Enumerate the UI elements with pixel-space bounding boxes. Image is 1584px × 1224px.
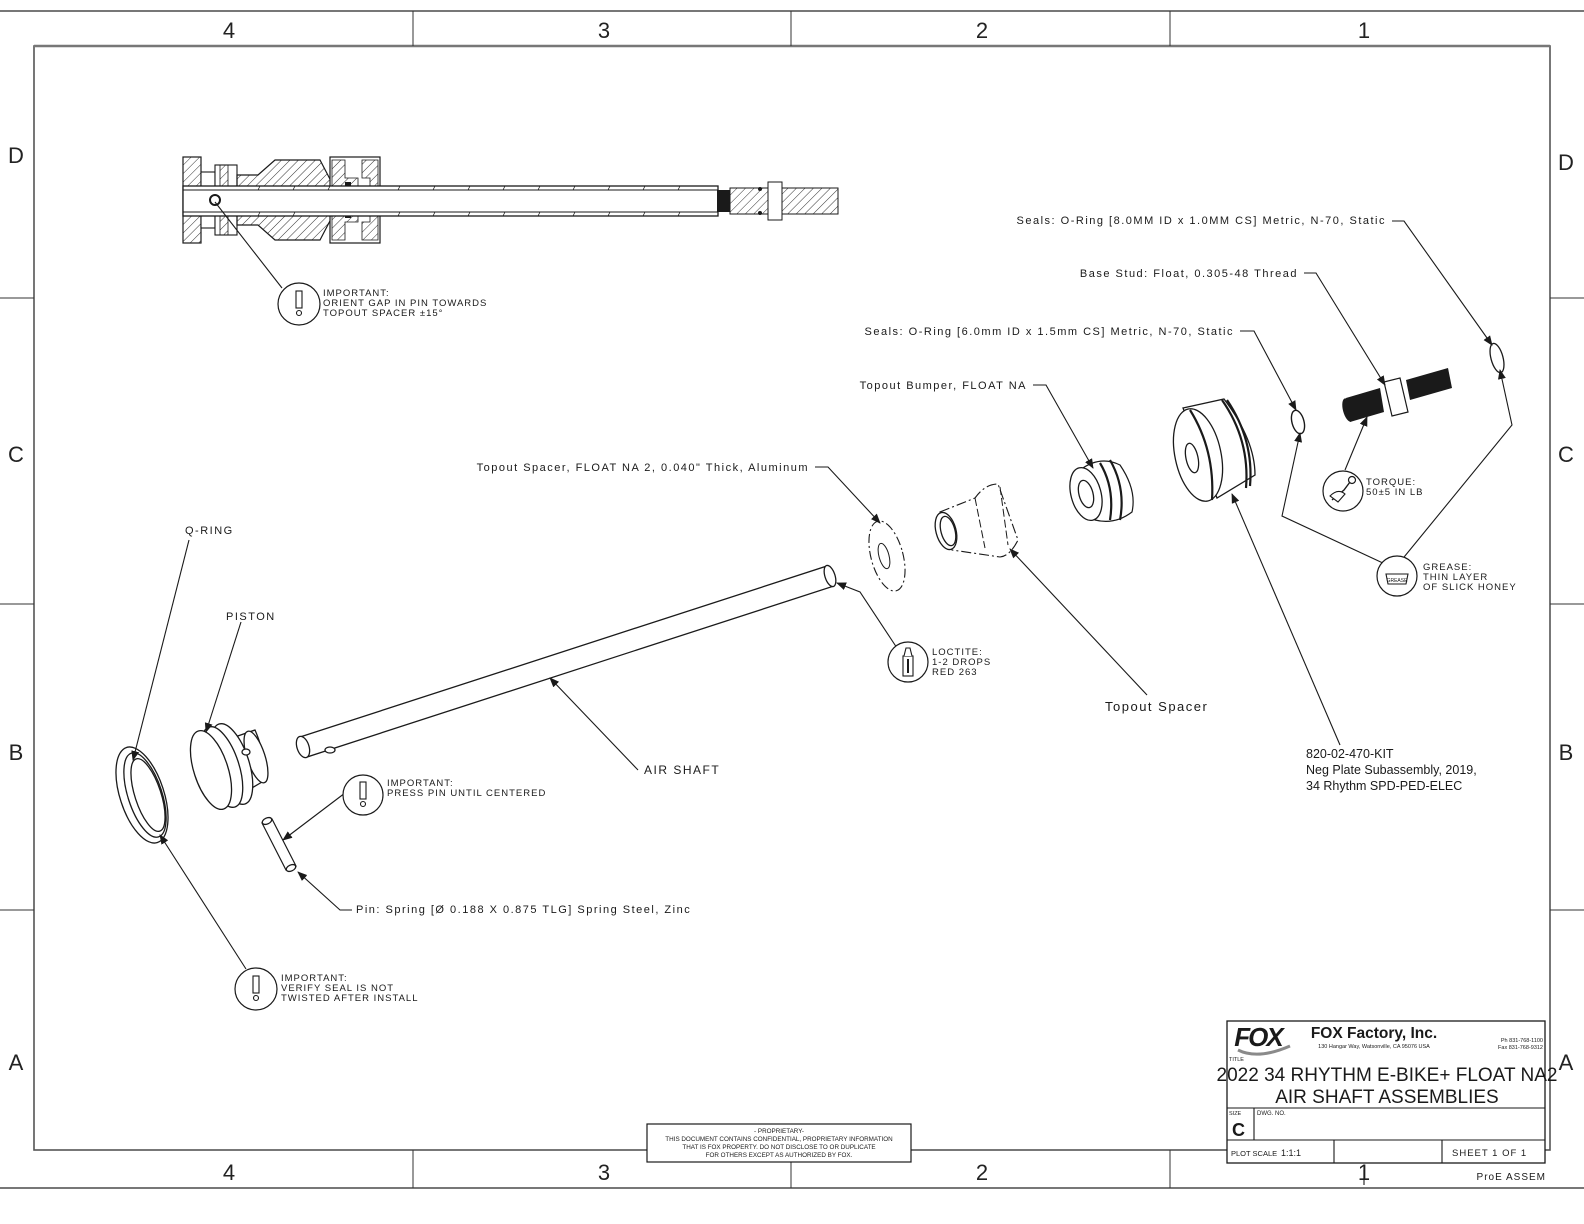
callout-seal-8mm: Seals: O-Ring [8.0MM ID x 1.0MM CS] Metr…	[1017, 215, 1386, 227]
callout-kit-desc-2: 34 Rhythm SPD-PED-ELEC	[1306, 779, 1462, 793]
grease-tub-icon: GREASE	[1385, 573, 1409, 585]
note-grease: GREASE GREASE: THIN LAYER OF SLICK HONEY	[1376, 555, 1517, 597]
air-shaft-part	[295, 564, 837, 759]
note-verify-seal: IMPORTANT: VERIFY SEAL IS NOT TWISTED AF…	[234, 967, 418, 1011]
q-ring-part	[115, 746, 169, 844]
svg-text:TORQUE:: TORQUE:	[1366, 477, 1416, 488]
svg-text:TOPOUT SPACER ±15°: TOPOUT SPACER ±15°	[323, 308, 443, 319]
column-zone-labels-bottom: 4 3 2 1	[223, 1160, 1370, 1185]
cad-system-label: ProE ASSEM	[1477, 1172, 1546, 1183]
svg-text:1-2 DROPS: 1-2 DROPS	[932, 657, 991, 668]
warning-icon	[277, 282, 321, 326]
drawing-title-line2: AIR SHAFT ASSEMBLIES	[1275, 1087, 1499, 1108]
fox-logo: FOX	[1234, 1022, 1291, 1056]
callout-kit-number: 820-02-470-KIT	[1306, 747, 1394, 761]
svg-text:RED 263: RED 263	[932, 667, 978, 678]
zone-row-a: A	[9, 1050, 24, 1075]
zone-col-3: 3	[598, 18, 610, 43]
callout-topout-spacer: Topout Spacer	[1105, 699, 1208, 714]
zone-row-b-right: B	[1559, 740, 1574, 765]
note-loctite: LOCTITE: 1-2 DROPS RED 263	[887, 641, 991, 683]
svg-text:OF SLICK HONEY: OF SLICK HONEY	[1423, 582, 1517, 593]
note-orient-gap: IMPORTANT: ORIENT GAP IN PIN TOWARDS TOP…	[277, 282, 487, 326]
o-ring-8mm-part	[1489, 342, 1505, 374]
svg-text:THAT IS FOX PROPERTY. DO NOT: THAT IS FOX PROPERTY. DO NOT DISCLOSE TO…	[682, 1144, 875, 1151]
dwg-no-label: DWG. NO.	[1257, 1111, 1286, 1117]
svg-text:THIS DOCUMENT CONTAINS CONFIDE: THIS DOCUMENT CONTAINS CONFIDENTIAL, PRO…	[665, 1136, 893, 1143]
warning-icon	[234, 967, 278, 1011]
loctite-tube-icon	[902, 647, 914, 677]
fox-logo-mark: FOX	[1234, 1022, 1285, 1052]
zone-col-4: 4	[223, 18, 235, 43]
title-label: TITLE	[1229, 1057, 1244, 1063]
drawing-title-line1: 2022 34 RHYTHM E-BIKE+ FLOAT NA2	[1217, 1065, 1558, 1086]
wrench-hand-icon	[1329, 475, 1357, 503]
callout-piston: PISTON	[226, 611, 276, 623]
plot-scale-value: 1:1:1	[1281, 1148, 1301, 1158]
plot-scale-label: PLOT SCALE	[1231, 1149, 1277, 1158]
title-block: FOX FOX Factory, Inc. 130 Hangar Way, Wa…	[1217, 1020, 1558, 1185]
svg-text:GREASE: GREASE	[1387, 578, 1409, 584]
svg-text:PRESS PIN UNTIL CENTERED: PRESS PIN UNTIL CENTERED	[387, 788, 546, 799]
zone-col-2: 2	[976, 18, 988, 43]
base-stud-part	[1342, 368, 1452, 422]
size-value: C	[1232, 1120, 1245, 1140]
svg-text:ORIENT GAP IN PIN TOWARDS: ORIENT GAP IN PIN TOWARDS	[323, 298, 487, 309]
svg-text:IMPORTANT:: IMPORTANT:	[387, 778, 454, 789]
zone-row-c: C	[8, 442, 24, 467]
neg-plate-subassembly-part	[1172, 398, 1256, 502]
row-zone-labels-right: D C B A	[1558, 150, 1574, 1075]
topout-spacer-cone-part	[934, 483, 1019, 558]
zone-col-1: 1	[1358, 18, 1370, 43]
callout-topout-bumper: Topout Bumper, FLOAT NA	[860, 380, 1027, 392]
proprietary-notice: - PROPRIETARY- THIS DOCUMENT CONTAINS CO…	[646, 1123, 912, 1163]
zone-col-3-bottom: 3	[598, 1160, 610, 1185]
svg-text:LOCTITE:: LOCTITE:	[932, 647, 983, 658]
note-press-pin: IMPORTANT: PRESS PIN UNTIL CENTERED	[342, 774, 546, 816]
sheet-number: SHEET 1 OF 1	[1452, 1148, 1527, 1159]
o-ring-6mm-part	[1290, 409, 1306, 435]
company-address: 130 Hangar Way, Watsonville, CA 95076 US…	[1318, 1044, 1430, 1050]
warning-icon	[342, 774, 384, 816]
svg-text:THIN LAYER: THIN LAYER	[1423, 572, 1488, 583]
zone-row-a-right: A	[1559, 1050, 1574, 1075]
size-label: SIZE	[1229, 1111, 1242, 1117]
svg-text:50±5 IN LB: 50±5 IN LB	[1366, 487, 1423, 498]
spring-pin-part	[261, 816, 297, 873]
callout-air-shaft: AIR SHAFT	[644, 763, 720, 777]
zone-row-d: D	[8, 143, 24, 168]
callout-kit-desc-1: Neg Plate Subassembly, 2019,	[1306, 763, 1477, 777]
svg-text:- PROPRIETARY-: - PROPRIETARY-	[754, 1128, 804, 1135]
svg-text:VERIFY SEAL IS NOT: VERIFY SEAL IS NOT	[281, 983, 394, 994]
company-name: FOX Factory, Inc.	[1311, 1025, 1437, 1042]
row-zone-labels-left: D C B A	[8, 143, 24, 1075]
svg-text:IMPORTANT:: IMPORTANT:	[323, 288, 390, 299]
zone-row-d-right: D	[1558, 150, 1574, 175]
column-zone-labels-top: 4 3 2 1	[223, 18, 1370, 43]
topout-spacer-washer-part	[868, 520, 906, 592]
svg-text:FOR OTHERS EXCEPT AS AUTHORIZE: FOR OTHERS EXCEPT AS AUTHORIZED BY FOX.	[706, 1152, 853, 1159]
topout-bumper-part	[1069, 459, 1134, 522]
zone-col-4-bottom: 4	[223, 1160, 235, 1185]
zone-row-c-right: C	[1558, 442, 1574, 467]
svg-text:IMPORTANT:: IMPORTANT:	[281, 973, 348, 984]
company-fax: Fax 831-768-9312	[1498, 1045, 1543, 1051]
leader-lines	[131, 201, 1513, 970]
callout-pin-spring: Pin: Spring [Ø 0.188 X 0.875 TLG] Spring…	[356, 904, 691, 916]
zone-col-2-bottom: 2	[976, 1160, 988, 1185]
callout-q-ring: Q-RING	[185, 525, 234, 537]
svg-text:GREASE:: GREASE:	[1423, 562, 1472, 573]
callout-topout-spacer-aluminum: Topout Spacer, FLOAT NA 2, 0.040" Thick,…	[477, 462, 809, 474]
callout-base-stud: Base Stud: Float, 0.305-48 Thread	[1080, 268, 1298, 280]
piston-part	[189, 723, 269, 810]
assembly-section-view	[182, 156, 839, 244]
callout-seal-6mm: Seals: O-Ring [6.0mm ID x 1.5mm CS] Metr…	[865, 326, 1234, 338]
svg-text:TWISTED AFTER INSTALL: TWISTED AFTER INSTALL	[281, 993, 418, 1004]
zone-row-b: B	[9, 740, 24, 765]
company-phone: Ph 831-768-1100	[1501, 1038, 1543, 1044]
note-torque: TORQUE: 50±5 IN LB	[1322, 470, 1423, 512]
